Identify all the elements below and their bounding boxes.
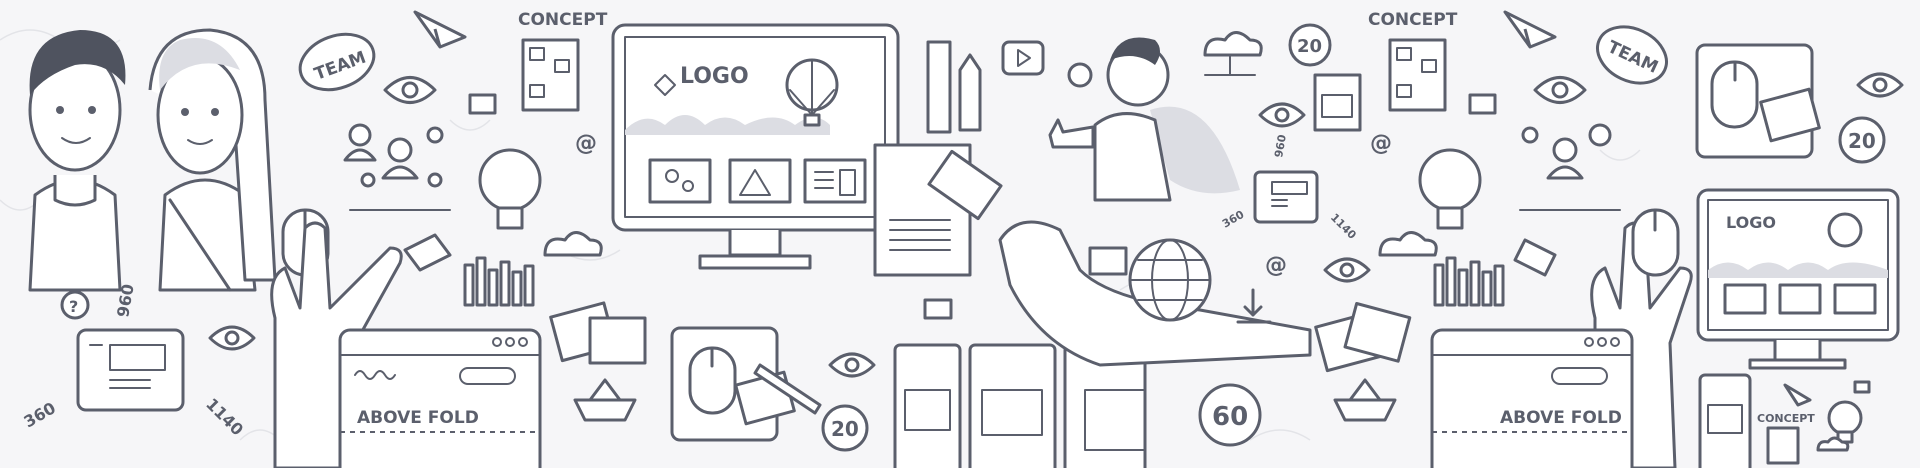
at-sign-right: @ <box>1370 131 1392 156</box>
ruler-pencil-icon <box>926 40 982 134</box>
eye-icon-right-top <box>1533 76 1587 104</box>
cloud-icon-right <box>1378 231 1438 257</box>
user-group-icon <box>343 123 451 211</box>
mail-icon-right <box>1468 93 1497 115</box>
map-pin-icon <box>1067 62 1093 88</box>
width-1140-center: 1140 <box>1328 211 1359 242</box>
download-icon <box>1236 288 1272 324</box>
team-bubble-right: TEAM <box>1596 25 1668 85</box>
play-button-icon <box>1001 40 1045 76</box>
hand-left <box>270 221 403 468</box>
width-960-center: 960 <box>1272 133 1289 158</box>
bar-chart-icon <box>463 256 535 307</box>
concept-label-small: CONCEPT <box>1757 412 1815 425</box>
man-figure <box>1048 37 1240 202</box>
globe-icon <box>1128 238 1212 322</box>
mouse-icon-center <box>670 326 822 442</box>
question-mark: ? <box>69 297 78 316</box>
width-360-label: 360 <box>21 398 59 431</box>
concept-label-right: CONCEPT <box>1368 10 1458 30</box>
mouse-card-icon-top-right <box>1695 43 1821 159</box>
image-card-icon-right <box>1314 302 1412 373</box>
user-group-icon-right <box>1519 123 1621 211</box>
envelope-icon <box>927 149 1003 221</box>
image-document-icon <box>1313 73 1362 132</box>
paper-boat-icon <box>573 378 637 422</box>
mouse-icon-right <box>1631 208 1680 277</box>
paper-plane-icon <box>413 10 467 49</box>
paper-boat-icon-right <box>1333 378 1397 422</box>
concept-document-icon-right <box>1388 38 1447 112</box>
eye-icon-center <box>828 352 876 378</box>
eye-icon-right-mid <box>1323 257 1371 283</box>
eye-icon-man <box>1258 102 1306 128</box>
at-sign-center: @ <box>1265 253 1287 278</box>
mail-icon <box>468 93 497 115</box>
mini-concept-cluster <box>1766 380 1871 465</box>
counter-20-circle-center <box>821 404 869 452</box>
counter-20-center: 20 <box>831 417 859 441</box>
counter-20-right: 20 <box>1848 129 1876 153</box>
mail-icon-center <box>923 298 953 320</box>
counter-20-circle-top <box>1288 23 1332 67</box>
above-fold-label-left: ABOVE FOLD <box>357 408 479 428</box>
counter-60: 60 <box>1212 402 1248 432</box>
monitor-main <box>611 23 900 270</box>
browser-window-above-fold-left <box>338 328 542 468</box>
counter-20-top: 20 <box>1297 36 1322 57</box>
boy-figure <box>28 30 126 292</box>
concept-label-left: CONCEPT <box>518 10 608 30</box>
logo-label-right: LOGO <box>1726 213 1776 232</box>
above-fold-label-right: ABOVE FOLD <box>1500 408 1622 428</box>
image-card-icon <box>549 301 647 365</box>
counter-60-circle <box>1198 383 1262 447</box>
width-360-center: 360 <box>1220 208 1247 231</box>
bar-chart-icon-right <box>1433 256 1505 307</box>
tag-icon-right <box>1513 238 1557 277</box>
eye-icon-far-right <box>1856 72 1904 98</box>
tablet-icon-center <box>1253 170 1319 224</box>
lightbulb-icon-right <box>1418 148 1482 230</box>
logo-label-main: LOGO <box>680 64 749 89</box>
concept-document-icon <box>521 38 580 112</box>
team-bubble: TEAM <box>298 32 376 92</box>
girl-figure <box>148 28 277 292</box>
tag-icon <box>403 233 452 272</box>
document-page-icon <box>873 143 972 277</box>
eye-icon <box>383 76 437 104</box>
browser-window-above-fold-right <box>1430 328 1634 468</box>
paper-plane-icon-right <box>1503 10 1557 49</box>
eye-icon-left-bottom <box>208 325 256 351</box>
cloud-network-icon <box>1203 31 1263 76</box>
at-sign-left: @ <box>575 131 597 156</box>
counter-20-circle-right <box>1838 116 1886 164</box>
tablet-icon-left <box>76 328 185 412</box>
help-circle-icon <box>60 290 90 320</box>
cloud-icon <box>543 231 603 257</box>
mail-icon-arm <box>1088 246 1128 276</box>
phone-wireframe-icon <box>1698 373 1752 468</box>
width-1140-label: 1140 <box>202 394 247 439</box>
lightbulb-icon-left <box>478 148 542 230</box>
monitor-right <box>1696 188 1900 370</box>
